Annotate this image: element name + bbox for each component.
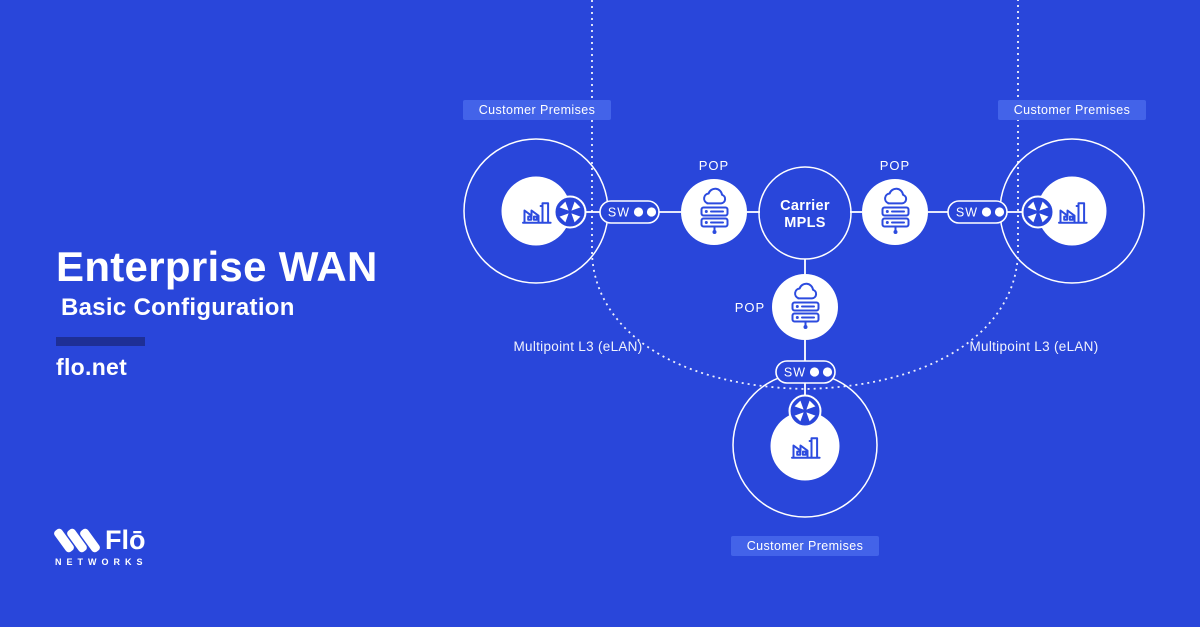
- router-icon: [553, 195, 587, 229]
- accent-bar: [56, 337, 145, 346]
- port-dot: [633, 207, 644, 217]
- pop-left: POP: [681, 158, 747, 245]
- carrier-mpls-circle: [758, 166, 852, 260]
- carrier-mpls-node: Carrier MPLS: [758, 166, 852, 260]
- pop-left-label: POP: [699, 158, 729, 173]
- customer-premises-tag-right-text: Customer Premises: [1014, 103, 1131, 117]
- pop-bottom-label: POP: [735, 300, 765, 315]
- brand-tagline: NETWORKS: [55, 557, 148, 567]
- customer-premises-tag-left: Customer Premises: [463, 100, 611, 120]
- customer-premises-tag-bottom: Customer Premises: [731, 536, 879, 556]
- customer-premises-tag-right: Customer Premises: [998, 100, 1146, 120]
- brand-name: Flō: [105, 525, 146, 555]
- switch-bottom: SW: [775, 360, 836, 384]
- port-dot: [822, 367, 833, 377]
- router-icon: [1021, 195, 1055, 229]
- switch-left: SW: [599, 200, 660, 224]
- port-dot: [646, 207, 657, 217]
- router-icon: [788, 394, 822, 428]
- switch-right-label: SW: [956, 206, 978, 220]
- wan-diagram: Multipoint L3 (eLAN) Multipoint L3 (eLAN…: [463, 0, 1146, 556]
- pop-right-label: POP: [880, 158, 910, 173]
- site-right: [999, 138, 1145, 284]
- port-dot: [994, 207, 1005, 217]
- pop-bottom: POP: [735, 274, 838, 340]
- elan-boundary-dashed-path: [591, 0, 1019, 390]
- carrier-mpls-line2: MPLS: [784, 215, 826, 231]
- pop-right: POP: [862, 158, 928, 245]
- site-right-node-circle: [1037, 176, 1107, 246]
- site-left-node-circle: [501, 176, 571, 246]
- switch-left-label: SW: [608, 206, 630, 220]
- flo-networks-mark-icon: [54, 528, 100, 553]
- website-url: flo.net: [56, 354, 128, 380]
- switch-right: SW: [947, 200, 1008, 224]
- switch-bottom-label: SW: [784, 366, 806, 380]
- site-left: [463, 138, 609, 284]
- page-subtitle: Basic Configuration: [61, 294, 295, 321]
- port-dot: [981, 207, 992, 217]
- customer-premises-tag-left-text: Customer Premises: [479, 103, 596, 117]
- carrier-mpls-line1: Carrier: [780, 198, 830, 214]
- multipoint-label-right: Multipoint L3 (eLAN): [969, 339, 1098, 354]
- page-title: Enterprise WAN: [56, 243, 378, 290]
- multipoint-label-left: Multipoint L3 (eLAN): [513, 339, 642, 354]
- customer-premises-tag-bottom-text: Customer Premises: [747, 539, 864, 553]
- site-bottom: [732, 372, 878, 518]
- brand-logo: Flō NETWORKS: [54, 527, 148, 567]
- site-bottom-node-circle: [770, 411, 840, 481]
- port-dot: [809, 367, 820, 377]
